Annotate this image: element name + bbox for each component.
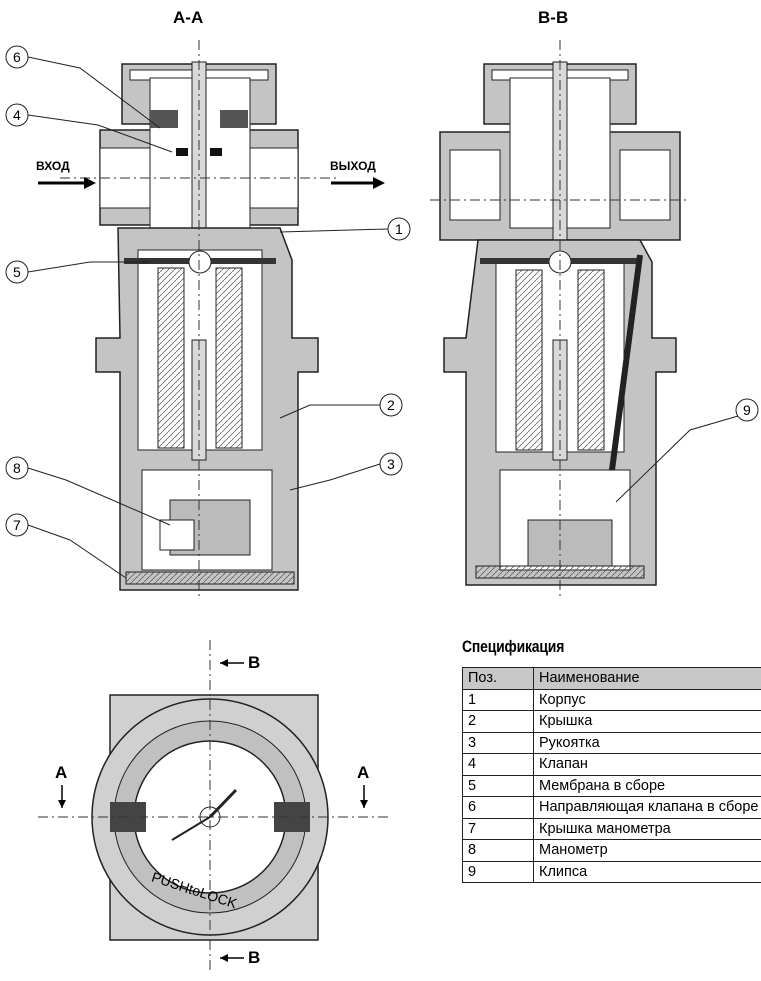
section-bb-drawing [430, 40, 690, 600]
top-view-drawing [38, 640, 392, 970]
section-aa-drawing [38, 40, 385, 600]
